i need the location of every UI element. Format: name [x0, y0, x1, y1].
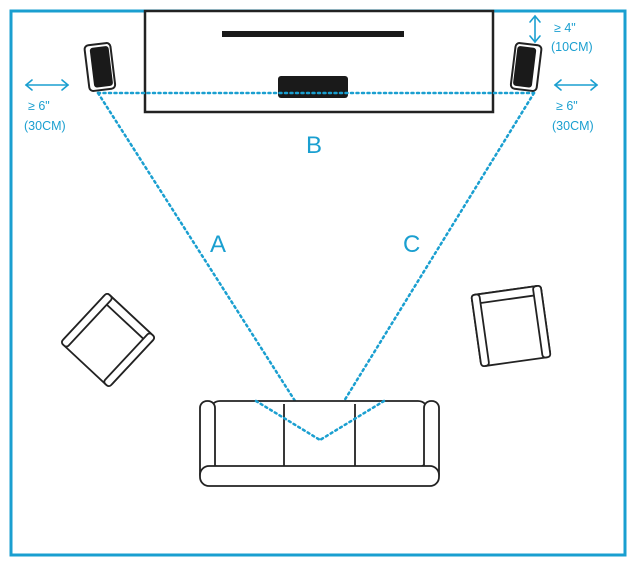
double-arrow-vertical-icon — [529, 14, 541, 44]
soundbar — [278, 76, 348, 98]
right-speaker — [509, 42, 543, 92]
right-clearance-value: ≥ 6" — [556, 99, 578, 113]
sofa — [199, 400, 440, 487]
right-armchair — [470, 284, 552, 368]
listening-triangle — [96, 91, 536, 442]
side-a-line — [96, 91, 322, 442]
side-c-label: C — [403, 231, 420, 258]
side-a-label: A — [210, 231, 226, 258]
sofa-base — [199, 465, 440, 487]
top-clearance-metric: (10CM) — [551, 40, 593, 54]
sofa-back — [209, 400, 429, 468]
double-arrow-horizontal-icon — [24, 79, 70, 91]
side-b-label: B — [306, 132, 322, 159]
side-c-line — [318, 91, 536, 442]
left-clearance-value: ≥ 6" — [28, 99, 50, 113]
left-armchair — [61, 292, 155, 388]
double-arrow-horizontal-icon — [553, 79, 599, 91]
right-clearance-metric: (30CM) — [552, 119, 594, 133]
top-clearance-value: ≥ 4" — [554, 21, 576, 35]
left-clearance-metric: (30CM) — [24, 119, 66, 133]
left-speaker — [83, 42, 117, 92]
listening-apex — [254, 399, 386, 442]
tv-screen — [222, 31, 404, 37]
